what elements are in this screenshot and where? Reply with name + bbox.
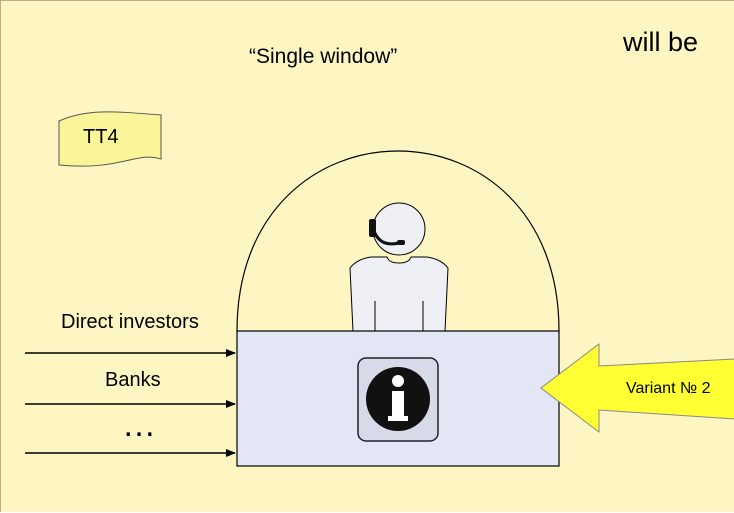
headset-icon [369,219,405,246]
input-label-ellipsis: … [122,406,160,444]
dome-outline [236,150,560,332]
tt4-label: TT4 [83,126,119,148]
tt4-scroll-shape [58,111,162,167]
corner-heading: will be [623,27,699,57]
page-title: “Single window” [249,45,398,68]
input-label-banks: Banks [105,369,161,391]
input-label-direct-investors: Direct investors [61,311,199,333]
info-icon [357,357,439,442]
operator-head [372,202,426,256]
operator-body [349,256,449,332]
variant-label: Variant № 2 [626,380,711,397]
variant-callout-arrow [540,342,734,434]
operator-icon [349,202,449,332]
